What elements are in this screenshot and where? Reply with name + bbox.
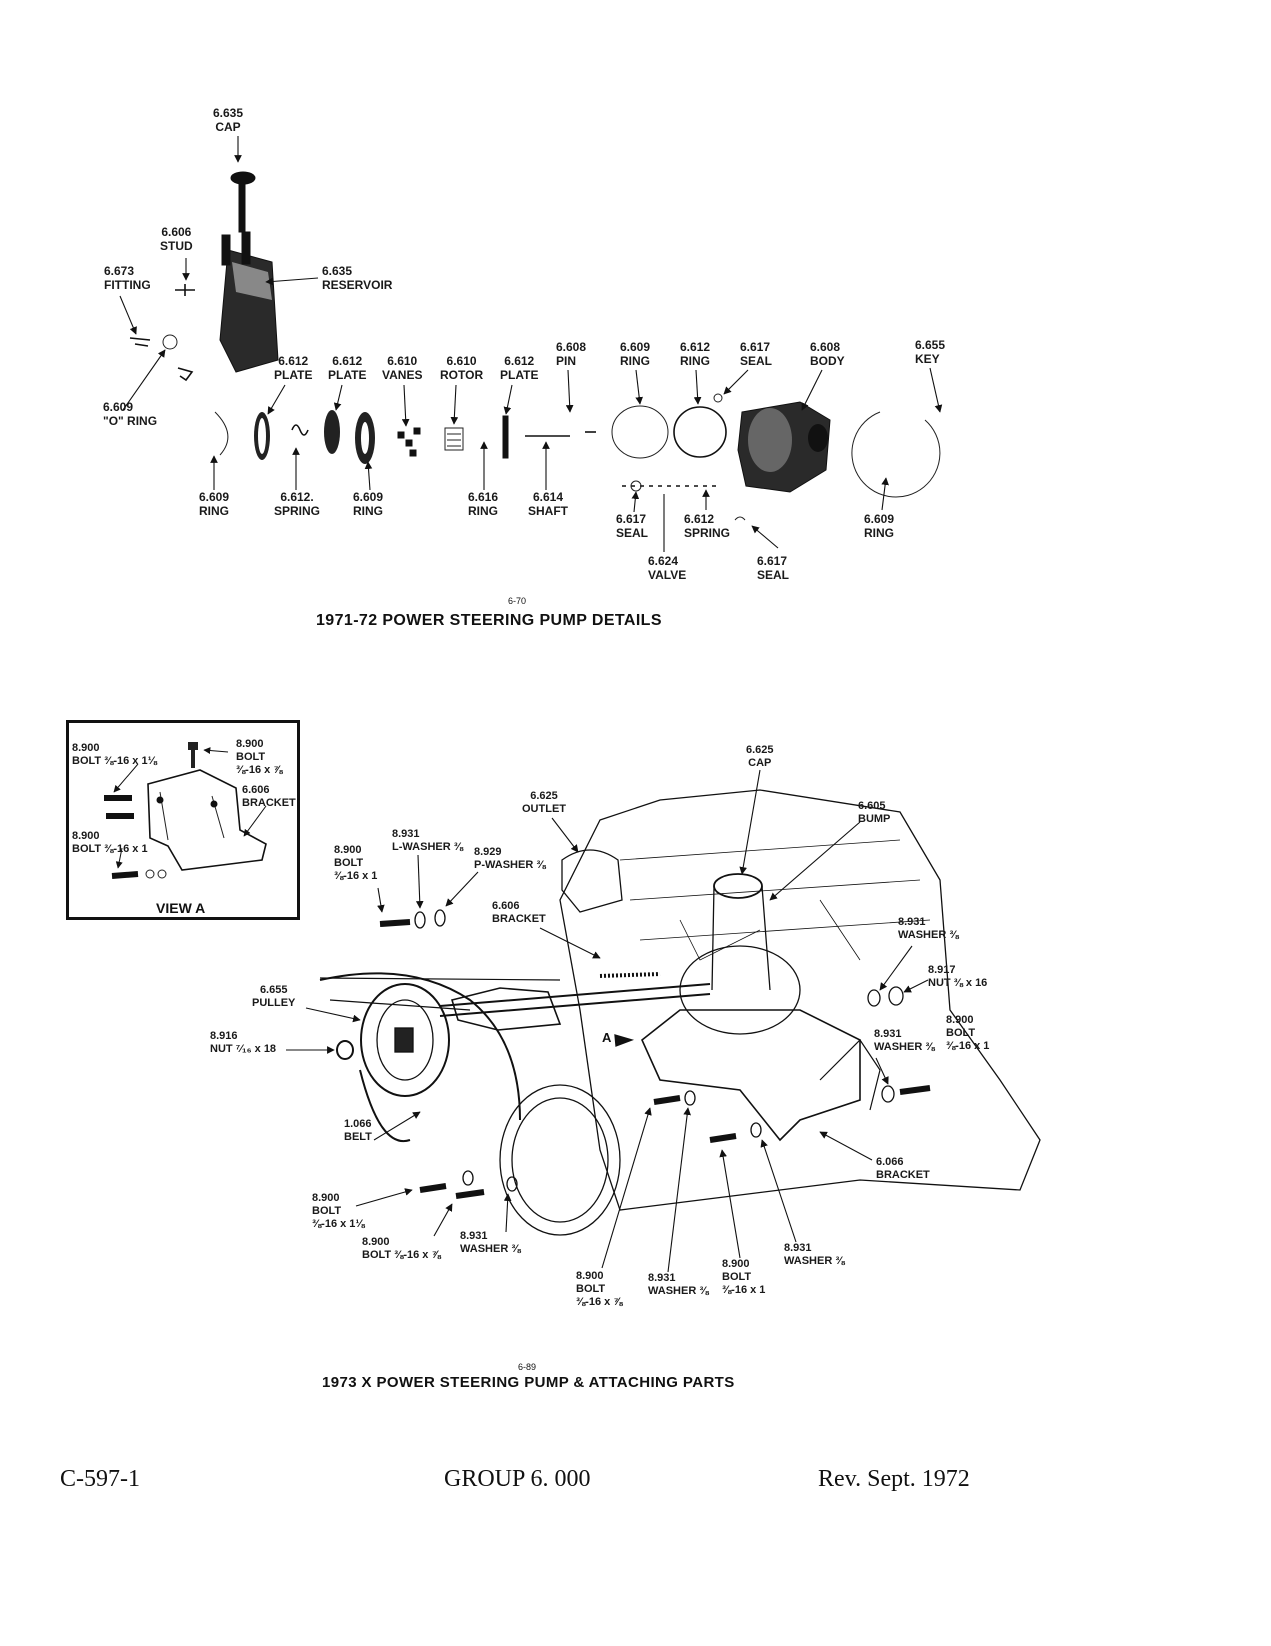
view-a-title: VIEW A [156, 900, 206, 916]
figure1-leader-lines [119, 136, 943, 552]
figure1-title: 1971-72 POWER STEERING PUMP DETAILS [316, 612, 662, 629]
footer-revision: Rev. Sept. 1972 [818, 1466, 970, 1492]
figure1-number: 6-70 [508, 596, 527, 606]
label-spring-1: 6.612.SPRING [274, 490, 321, 518]
figure2-title: 1973 X POWER STEERING PUMP & ATTACHING P… [322, 1374, 735, 1391]
footer-doc-number: C-597-1 [60, 1466, 140, 1492]
label-o-ring: 6.609"O" RING [103, 400, 158, 428]
figure2-number: 6-89 [518, 1362, 537, 1372]
view-a-drawing [104, 742, 267, 879]
view-a-inset [66, 720, 300, 920]
engine-assembly-drawing [319, 789, 1041, 1236]
footer-group: GROUP 6. 000 [444, 1466, 591, 1492]
view-a-marker: A [602, 1030, 612, 1045]
figure2-leader-lines [286, 769, 929, 1273]
pump-exploded-drawing [129, 171, 941, 521]
